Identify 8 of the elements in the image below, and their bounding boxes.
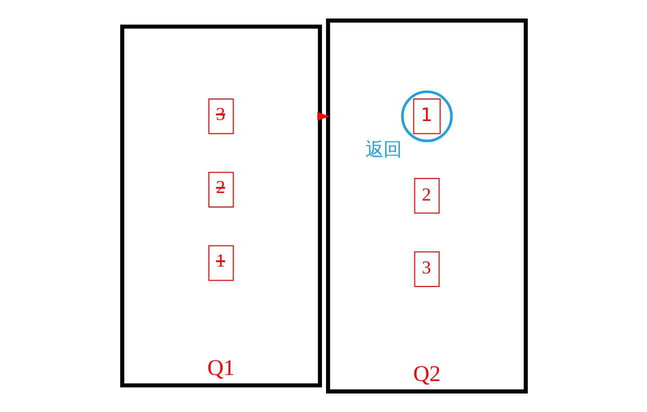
node-box: 2: [208, 172, 234, 208]
node-box: 2: [414, 178, 440, 214]
node-label: 返回: [365, 139, 402, 160]
node-box: 3: [208, 98, 234, 134]
node-circle: 1: [400, 90, 452, 142]
node-box: 1: [208, 245, 234, 281]
arrow: [316, 112, 330, 121]
node-box: 3: [414, 251, 440, 288]
